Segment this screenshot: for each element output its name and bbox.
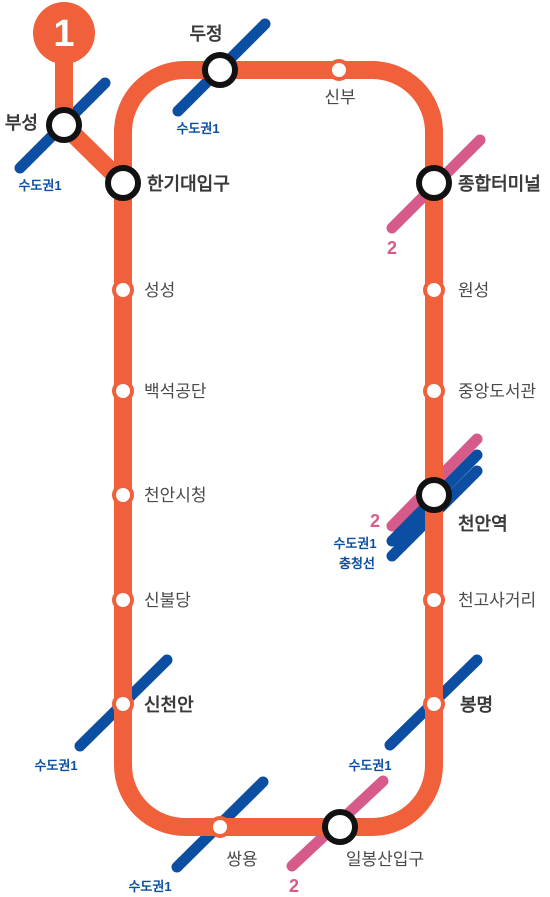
- station-marker-baekseokgongdan[interactable]: [112, 380, 134, 402]
- transfer-label-bongmyeong-sudo1: 수도권1: [348, 758, 391, 773]
- station-label-sincheonan: 신천안: [144, 695, 194, 715]
- station-marker-sinbu[interactable]: [328, 59, 350, 81]
- transfer-label-buseong-sudo1: 수도권1: [18, 178, 61, 193]
- station-label-dujeong: 두정: [189, 24, 222, 44]
- station-marker-ilbongsanipgu[interactable]: [322, 809, 358, 845]
- station-label-buseong: 부성: [5, 113, 38, 133]
- station-label-cheonanyeok: 천안역: [458, 514, 508, 534]
- station-label-wonseong: 원성: [458, 281, 489, 300]
- station-label-jonghapterminal: 종합터미널: [458, 173, 541, 194]
- station-marker-sincheonan[interactable]: [112, 693, 134, 715]
- transfer-label-sincheonan-sudo1: 수도권1: [34, 758, 77, 773]
- transfer-label-cheonan-line2: 2: [370, 511, 380, 531]
- transfer-label-cheonan-sudo1: 수도권1: [333, 536, 376, 551]
- station-label-baekseokgongdan: 백석공단: [144, 382, 207, 401]
- station-label-sinbu: 신부: [324, 88, 355, 107]
- station-marker-buseong[interactable]: [46, 107, 82, 143]
- transfer-label-cheonan-chungcheong: 충청선: [339, 556, 375, 571]
- line-number: 1: [53, 13, 74, 55]
- transfer-label-ilbongsan-line2: 2: [289, 876, 299, 896]
- station-marker-ssangyong[interactable]: [209, 816, 231, 838]
- line-badge: [33, 2, 95, 64]
- station-label-ssangyong: 쌍용: [226, 850, 257, 869]
- station-marker-hangidaeipgu[interactable]: [105, 165, 141, 201]
- transfer-label-jonghap-line2: 2: [387, 238, 397, 258]
- transfer-label-ssangyong-sudo1: 수도권1: [128, 879, 171, 894]
- station-marker-wonseong[interactable]: [423, 279, 445, 301]
- station-marker-jonghapterminal[interactable]: [416, 165, 452, 201]
- station-marker-bongmyeong[interactable]: [423, 693, 445, 715]
- station-label-hangidaeipgu: 한기대입구: [147, 173, 230, 194]
- station-marker-cheonansicheong[interactable]: [112, 484, 134, 506]
- station-label-seongseong: 성성: [144, 281, 175, 300]
- station-label-bongmyeong: 봉명: [460, 695, 493, 715]
- station-label-cheongosageori: 천고사거리: [458, 591, 536, 610]
- station-marker-dujeong[interactable]: [202, 52, 238, 88]
- station-marker-jungangdoseogwan[interactable]: [423, 380, 445, 402]
- station-label-ilbongsanipgu: 일봉산입구: [346, 850, 424, 869]
- transfer-label-dujeong-sudo1: 수도권1: [176, 121, 219, 136]
- station-marker-sinbuldang[interactable]: [112, 589, 134, 611]
- station-marker-seongseong[interactable]: [112, 279, 134, 301]
- station-marker-cheonanyeok[interactable]: [416, 477, 452, 513]
- station-marker-cheongosageori[interactable]: [423, 589, 445, 611]
- station-label-sinbuldang: 신불당: [144, 591, 191, 610]
- route-loop: [114, 61, 443, 836]
- station-label-cheonansicheong: 천안시청: [144, 486, 207, 505]
- station-label-jungangdoseogwan: 중앙도서관: [458, 382, 536, 401]
